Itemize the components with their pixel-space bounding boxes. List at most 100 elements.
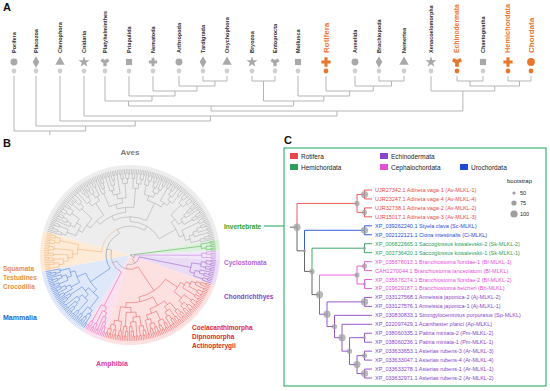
tree-branch (126, 174, 128, 179)
tree-branch (173, 323, 176, 327)
tree-branch (82, 307, 90, 314)
tree-branch (134, 255, 202, 257)
bootstrap-circle (363, 336, 366, 339)
tree-branch (103, 188, 105, 193)
tree-branch (132, 257, 134, 263)
tree-branch (155, 190, 159, 194)
tree-branch (508, 76, 520, 81)
tree-branch (150, 305, 158, 313)
tree-branch (153, 76, 175, 91)
tree-branch (335, 315, 373, 326)
tree-branch (112, 185, 114, 190)
tree-branch (106, 178, 112, 192)
tree-branch (149, 193, 155, 197)
tree-branch (171, 181, 174, 185)
tree-branch (184, 282, 190, 285)
tree-branch (136, 174, 138, 184)
tree-branch (170, 325, 172, 330)
animal-icon (503, 57, 512, 66)
tree-branch (320, 275, 358, 295)
bootstrap-circle (354, 272, 359, 277)
bootstrap-circle (338, 334, 345, 341)
bootstrap-circle (362, 263, 367, 268)
tree-branch (93, 323, 96, 327)
tree-branch (137, 336, 138, 341)
tree-branch (154, 327, 157, 336)
tree-branch (197, 291, 201, 295)
animal-icon (425, 56, 436, 67)
tree-branch (140, 335, 141, 340)
tree-branch (194, 295, 198, 299)
tree-branch (85, 313, 89, 317)
tree-branch (117, 170, 119, 175)
tree-branch (187, 202, 192, 205)
tree-branch (77, 273, 90, 282)
tree-branch (92, 183, 95, 187)
tree-branch (44, 252, 49, 254)
tree-branch (129, 327, 130, 341)
tree-branch (50, 265, 59, 269)
taxon-name: Xenacoelomorpha (428, 5, 434, 53)
tree-branch (337, 91, 463, 111)
tree-branch (179, 298, 182, 304)
bootstrap-circle (316, 291, 323, 298)
tree-branch (130, 203, 154, 220)
tree-branch (70, 287, 85, 295)
sequence-label: XP_035676274.1 Branchiostoma floridae-2 … (375, 277, 512, 283)
tree-branch (143, 330, 144, 335)
tree-branch (47, 231, 61, 235)
tree-branch (204, 288, 209, 290)
tree-branch (95, 329, 98, 333)
tree-branch (84, 182, 87, 186)
tree-branch (166, 327, 169, 331)
tree-branch (202, 255, 212, 257)
tip-dot (353, 69, 358, 74)
tree-branch (342, 324, 372, 337)
tree-branch (47, 273, 56, 277)
tree-branch (139, 179, 142, 184)
tree-branch (197, 290, 202, 292)
animal-icon (222, 57, 231, 65)
tree-branch (104, 327, 106, 332)
tree-branch (191, 263, 201, 267)
tree-branch (63, 258, 68, 262)
tree-branch (58, 208, 62, 211)
tree-branch (104, 263, 121, 306)
tree-branch (97, 176, 104, 189)
tree-branch (350, 86, 374, 91)
sequence-label: XP_039262240.1 Styela clava (Sc-MLKL) (375, 223, 477, 229)
tree-branch (68, 202, 72, 205)
tree-branch (93, 177, 96, 181)
tree-branch (110, 334, 111, 339)
tree-branch (184, 190, 187, 194)
tree-branch (56, 211, 64, 217)
tree-branch (100, 327, 104, 336)
tree-branch (117, 194, 122, 199)
tree-branch (71, 314, 74, 318)
tree-branch (113, 171, 115, 176)
tree-branch (93, 194, 97, 198)
bootstrap-circle (362, 210, 367, 215)
tree-branch (46, 273, 51, 275)
tree-branch (107, 333, 108, 338)
tree-branch (171, 219, 176, 229)
tree-branch (150, 329, 152, 339)
tree-branch (89, 191, 93, 195)
bootstrap-circle (332, 324, 337, 329)
tree-branch (202, 291, 207, 293)
tree-branch (53, 216, 67, 222)
tree-branch (166, 178, 169, 182)
tree-branch (148, 319, 152, 324)
tree-branch (166, 178, 168, 183)
tree-branch (73, 191, 76, 195)
tree-branch (92, 178, 96, 187)
tree-branch (190, 281, 196, 284)
tree-branch (187, 313, 191, 316)
legend-label: Hemichordata (301, 164, 341, 171)
tree-branch (140, 297, 158, 305)
tree-branch (63, 201, 70, 208)
tree-branch (68, 301, 76, 307)
legend-label: 50 (520, 190, 526, 196)
tree-branch (120, 331, 121, 341)
legend-swatch (380, 153, 388, 159)
